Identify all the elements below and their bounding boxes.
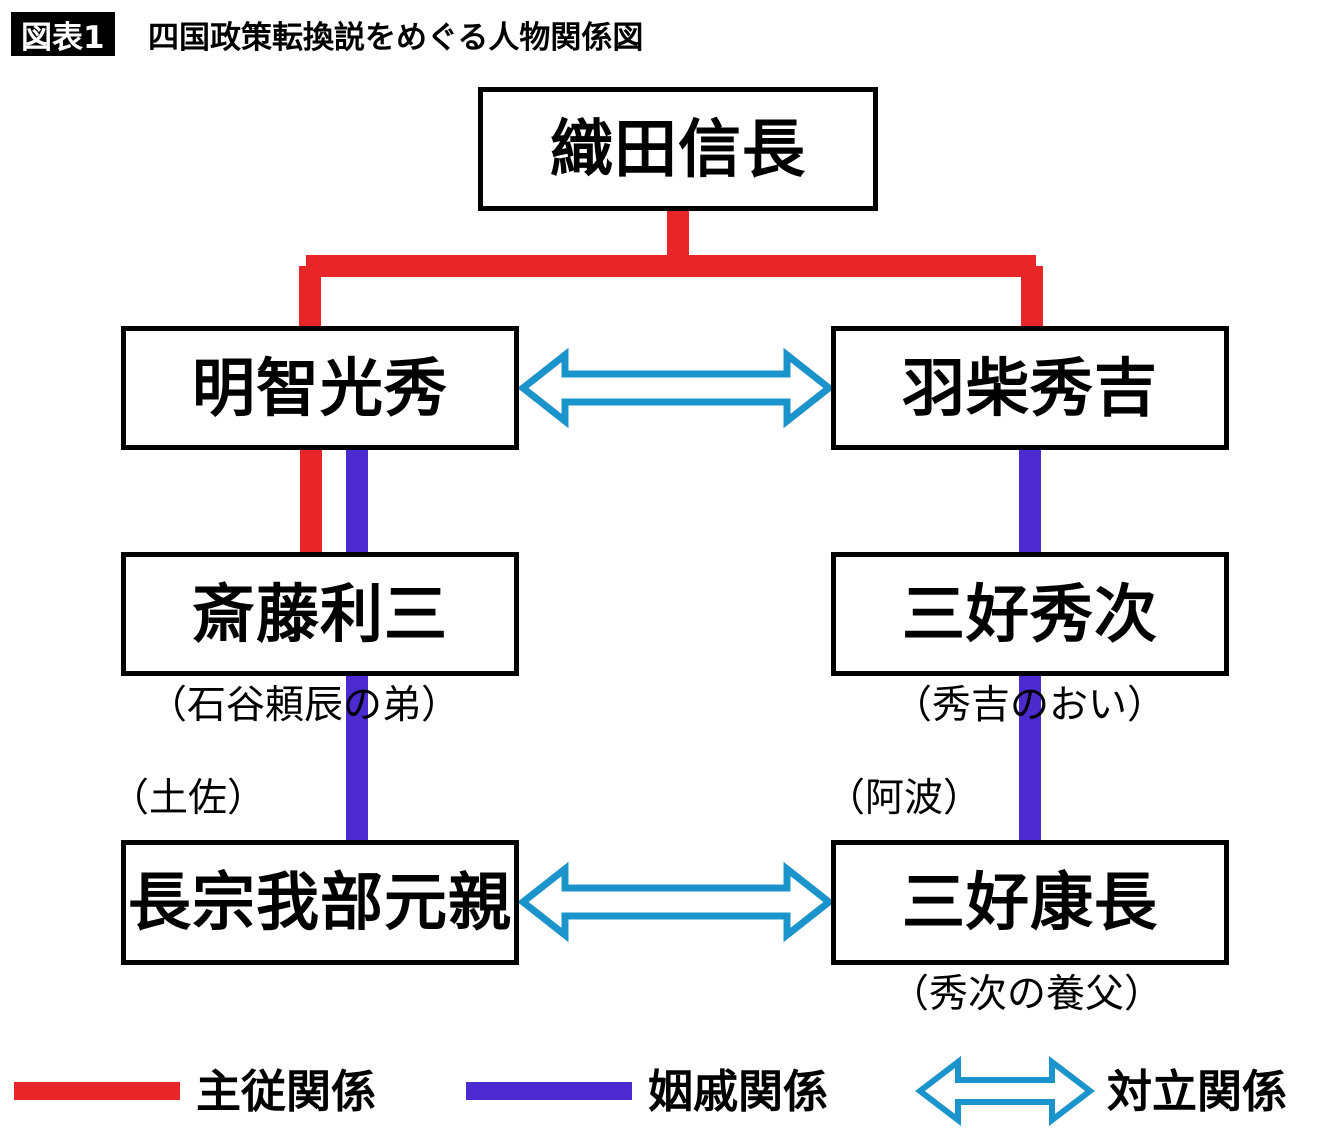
node-label: 三好秀次 — [902, 576, 1158, 651]
node-label: 羽柴秀吉 — [902, 350, 1158, 425]
legend-item-marriage-relation: 姻戚関係 — [466, 1048, 828, 1134]
node-saito-toshimitsu[interactable]: 斎藤利三 — [121, 552, 519, 676]
node-hashiba-hideyoshi[interactable]: 羽柴秀吉 — [831, 326, 1229, 450]
legend-item-conflict-relation: 対立関係 — [915, 1048, 1287, 1134]
legend-label: 対立関係 — [1107, 1064, 1288, 1118]
node-chosokabe-motochika[interactable]: 長宗我部元親 — [121, 840, 519, 965]
node-miyoshi-yasunaga[interactable]: 三好康長 — [831, 840, 1229, 965]
node-label: 明智光秀 — [192, 350, 448, 425]
edge-mitsuhide-hideyoshi-conflict — [517, 347, 835, 429]
node-miyoshi-hidetsugu[interactable]: 三好秀次 — [831, 552, 1229, 676]
legend: 主従関係 姻戚関係 対立関係 — [0, 1048, 1340, 1134]
page-title: 四国政策転換説をめぐる人物関係図 — [148, 19, 644, 56]
caption-province-tosa: （土佐） — [110, 776, 267, 821]
caption-miyoshi-hidetsugu: （秀吉のおい） — [893, 683, 1167, 728]
node-label: 織田信長 — [550, 111, 806, 186]
node-oda-nobunaga[interactable]: 織田信長 — [478, 87, 878, 211]
legend-swatch-double-arrow-icon — [915, 1056, 1095, 1126]
legend-label: 主従関係 — [196, 1064, 377, 1118]
legend-swatch-red-line — [14, 1082, 180, 1100]
node-akechi-mitsuhide[interactable]: 明智光秀 — [121, 326, 519, 450]
caption-saito-toshimitsu: （石谷頼辰の弟） — [148, 683, 461, 728]
legend-swatch-purple-line — [466, 1082, 632, 1100]
node-label: 三好康長 — [902, 865, 1158, 939]
figure-header: 図表1 四国政策転換説をめぐる人物関係図 — [0, 0, 1340, 70]
figure-number-badge: 図表1 — [11, 12, 115, 56]
edge-motochika-yasunaga-conflict — [517, 861, 835, 943]
caption-province-awa: （阿波） — [826, 776, 983, 821]
edge-nobunaga-mitsuhide-hideyoshi-master — [299, 205, 1043, 334]
caption-miyoshi-yasunaga: （秀次の養父） — [890, 972, 1164, 1017]
node-label: 斎藤利三 — [192, 576, 448, 651]
node-label: 長宗我部元親 — [128, 865, 512, 939]
legend-item-master-relation: 主従関係 — [14, 1048, 376, 1134]
legend-label: 姻戚関係 — [648, 1064, 829, 1118]
